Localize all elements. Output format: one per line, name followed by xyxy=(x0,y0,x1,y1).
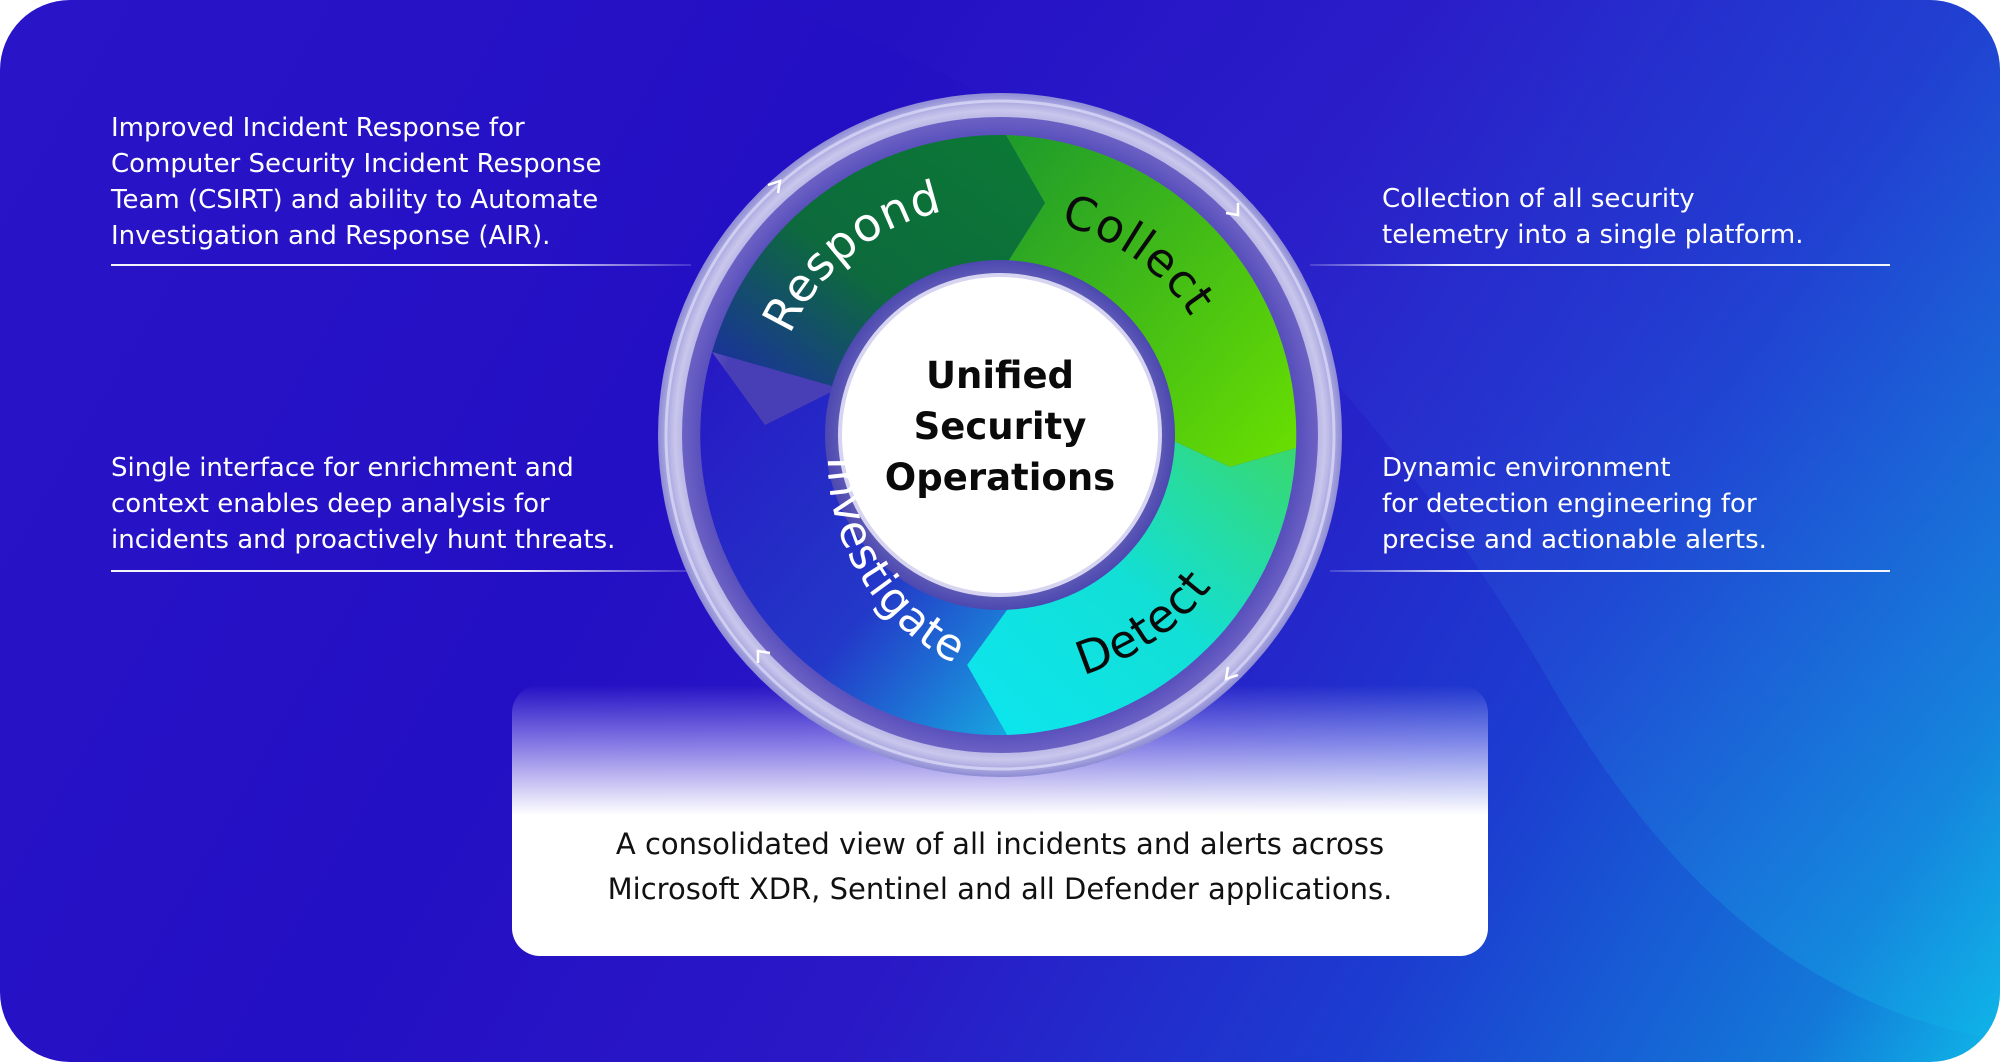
respond-note: Improved Incident Response for Computer … xyxy=(111,113,602,251)
detect-divider xyxy=(1330,570,1890,572)
arrow-icon-topright xyxy=(1225,203,1240,217)
segment-respond xyxy=(712,134,1045,388)
arrow-icon-topleft xyxy=(767,179,782,194)
cycle-diagram: Respond Collect Detect Investigate xyxy=(658,93,1342,777)
center-title: Unified Security Operations xyxy=(884,354,1116,499)
segment-investigate xyxy=(700,352,1012,736)
detect-note: Dynamic environment for detection engine… xyxy=(1382,453,1767,555)
investigate-divider xyxy=(111,570,691,572)
investigate-note: Single interface for enrichment and cont… xyxy=(111,453,616,555)
collect-note: Collection of all security telemetry int… xyxy=(1382,184,1804,250)
cycle-arrow-icons xyxy=(756,179,1240,681)
arrow-icon-bottomleft xyxy=(756,649,771,663)
respond-divider xyxy=(111,264,691,266)
collect-divider xyxy=(1310,264,1890,266)
summary-text: A consolidated view of all incidents and… xyxy=(607,827,1393,906)
center-disc xyxy=(838,273,1162,597)
segment-detect xyxy=(967,438,1296,735)
segment-collect xyxy=(1004,135,1297,467)
arrow-icon-bottomright xyxy=(1224,666,1239,681)
